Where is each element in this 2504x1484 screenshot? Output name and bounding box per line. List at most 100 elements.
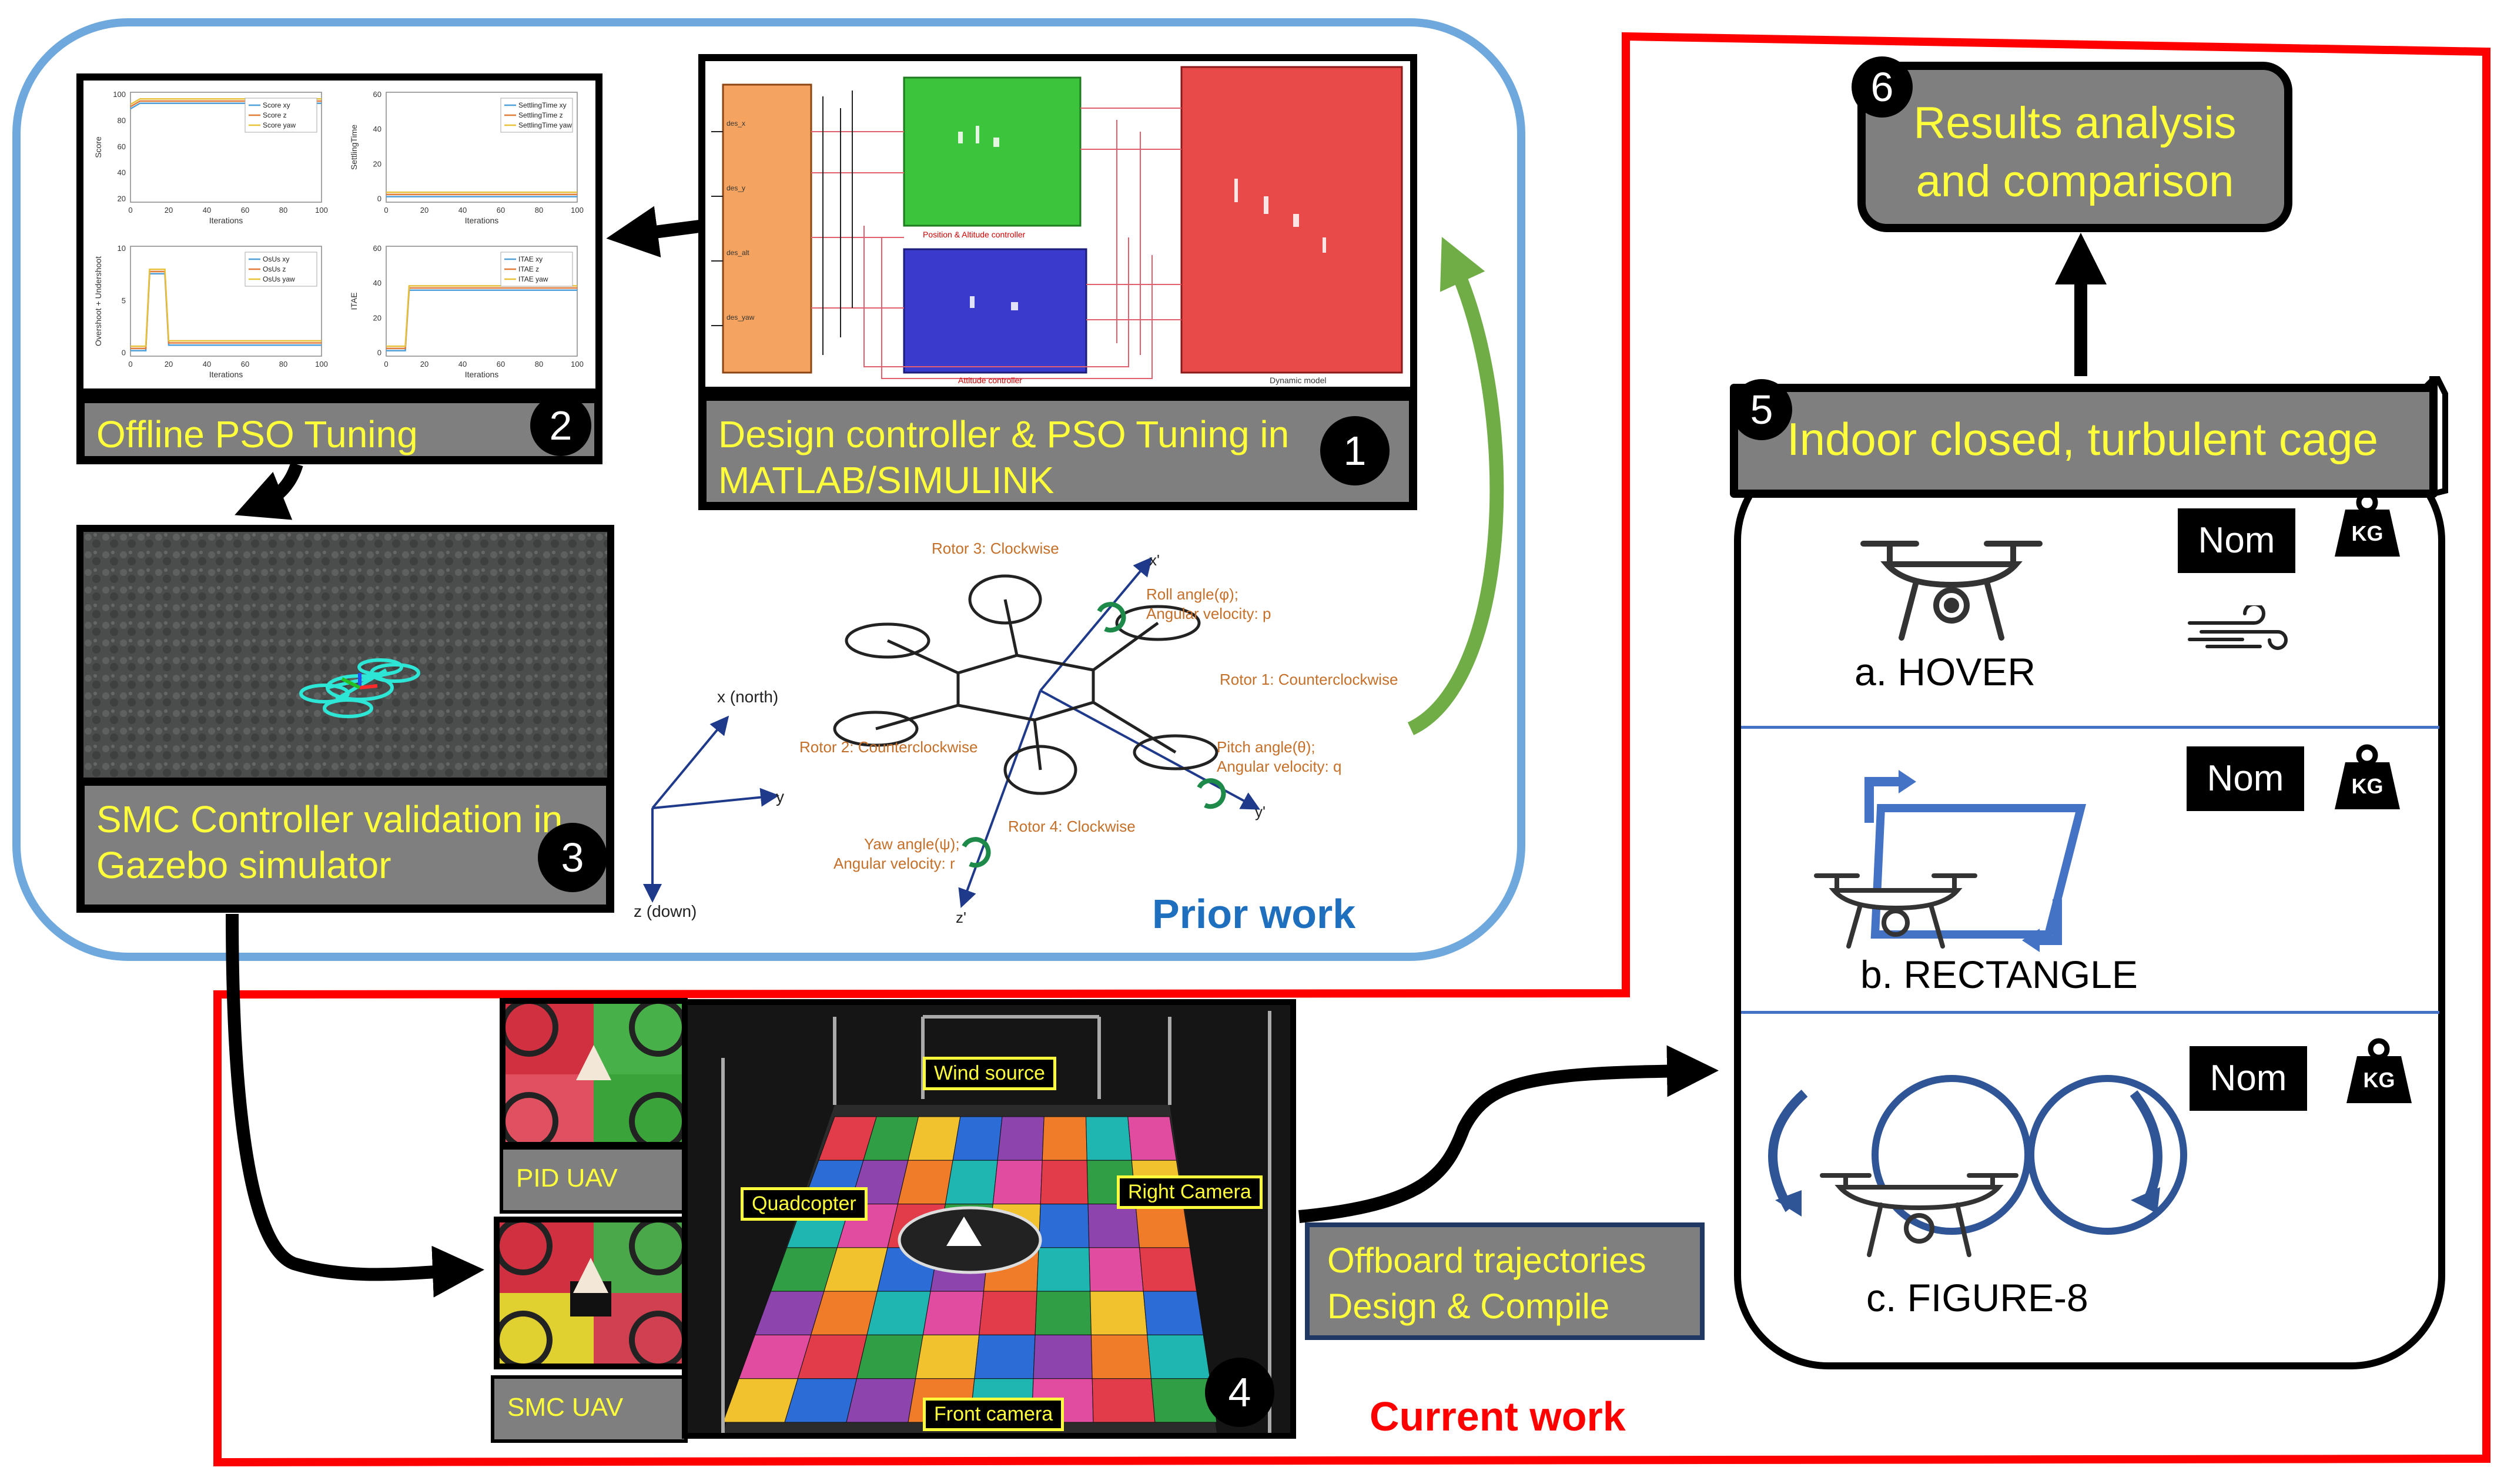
rotor3-label: Rotor 3: Clockwise [932, 541, 1059, 557]
mat-tile [1090, 1334, 1151, 1379]
pso-xtick: 100 [315, 360, 328, 369]
step1-number: 1 [1320, 416, 1390, 485]
mat-tile [1150, 1378, 1217, 1423]
pso-xtick: 60 [497, 206, 505, 215]
yaw-label-2: Angular velocity: r [833, 855, 955, 872]
hover-label: a. HOVER [1854, 650, 2036, 694]
mat-tile [1033, 1334, 1093, 1379]
mat-tile [945, 1160, 998, 1205]
pso-legend-entry: Score xy [263, 101, 290, 109]
pso-ytick: 20 [373, 313, 381, 322]
rotor1-label: Rotor 1: Counterclockwise [1220, 671, 1398, 688]
simulink-att-label: Attitude controller [958, 376, 1022, 385]
pso-legend-entry: SettlingTime z [518, 111, 563, 119]
figure8-nominal-chip: Nom [2190, 1046, 2307, 1111]
rectangle-label: b. RECTANGLE [1860, 953, 2138, 996]
body-y-label: y' [1255, 803, 1266, 820]
mat-tile [1087, 1204, 1140, 1248]
pid-uav-label: PID UAV [500, 1146, 688, 1214]
cage-scene [688, 1005, 1290, 1433]
hover-drone-icon [1860, 541, 2043, 641]
mat-tile [1042, 1116, 1087, 1161]
mat-tile [997, 1116, 1045, 1161]
pso-xlabel: Iterations [209, 216, 243, 225]
rotor2-label: Rotor 2: Counterclockwise [799, 738, 978, 756]
pso-xtick: 0 [128, 360, 132, 369]
pso-ylabel: Overshoot + Undershoot [93, 256, 103, 346]
pso-legend-entry: ITAE yaw [518, 275, 548, 283]
simulink-panel: Position & Altitude controller Attitude … [698, 54, 1417, 394]
pso-xtick: 100 [315, 206, 328, 215]
figure8-label: c. FIGURE-8 [1866, 1276, 2088, 1319]
axis-north-label: x (north) [717, 688, 778, 706]
simulink-pos-label: Position & Altitude controller [923, 230, 1026, 239]
pso-xtick: 60 [241, 360, 249, 369]
prior-work-label: Prior work [1152, 891, 1356, 937]
body-z-label: z' [956, 909, 966, 926]
simulink-in-yaw: des_yaw [727, 313, 755, 321]
rotor4-label: Rotor 4: Clockwise [1008, 818, 1136, 835]
mat-tile [1147, 1334, 1211, 1379]
pso-xtick: 60 [241, 206, 249, 215]
mat-tile [1092, 1378, 1156, 1423]
simulink-in-y: des_y [727, 184, 745, 192]
pso-legend-entry: ITAE z [518, 265, 539, 273]
mat-tile [1090, 1291, 1148, 1335]
pso-series-line [130, 269, 322, 347]
offboard-line1: Offboard trajectories [1327, 1241, 1646, 1280]
offboard-box: Offboard trajectories Design & Compile [1305, 1222, 1705, 1340]
pso-ylabel: ITAE [349, 292, 359, 310]
pso-legend-entry: Score z [263, 111, 287, 119]
pso-xlabel: Iterations [209, 370, 243, 379]
pso-xtick: 80 [279, 360, 287, 369]
pso-legend-entry: SettlingTime yaw [518, 121, 572, 129]
pso-xtick: 40 [203, 206, 211, 215]
wind-icon [2188, 605, 2288, 650]
figure8-weight-text: KG [2363, 1068, 2395, 1092]
pso-ytick: 80 [118, 116, 126, 125]
gazebo-scene [83, 532, 607, 779]
pso-series-line [130, 273, 322, 351]
mat-tile [1143, 1291, 1204, 1335]
experiments-title: Indoor closed, turbulent cage [1787, 413, 2379, 465]
step3-caption: SMC Controller validation in Gazebo simu… [76, 778, 614, 913]
mat-tile [1040, 1160, 1089, 1205]
step1-caption-line1: Design controller & PSO Tuning in [718, 413, 1290, 455]
pid-uav-photo [500, 998, 688, 1148]
pso-ylabel: Score [93, 136, 103, 158]
mat-tile [979, 1291, 1037, 1335]
exp-divider-1 [1741, 726, 2439, 729]
pso-legend-entry: OsUs xy [263, 255, 289, 263]
pso-xtick: 60 [497, 360, 505, 369]
pso-ytick: 60 [373, 244, 381, 253]
pso-ytick: 5 [122, 296, 126, 305]
mat-tile [1127, 1116, 1177, 1161]
mat-tile [856, 1334, 923, 1379]
mat-tile [1038, 1204, 1090, 1248]
gazebo-drone [299, 658, 420, 718]
green-feedback-arrow [1407, 236, 1504, 735]
pso-xlabel: Iterations [465, 216, 499, 225]
rectangle-weight-icon: KG [2331, 743, 2404, 811]
quadrotor-model [833, 574, 1218, 795]
mat-tile [1036, 1247, 1091, 1292]
pso-xlabel: Iterations [465, 370, 499, 379]
mat-tile [1085, 1116, 1132, 1161]
arrow-1-to-2 [606, 206, 701, 257]
front-camera-tag: Front camera [923, 1398, 1064, 1431]
offboard-line2: Design & Compile [1327, 1287, 1610, 1326]
cage-photo: Wind source Quadcopter Right Camera Fron… [682, 999, 1296, 1439]
pso-legend-entry: SettlingTime xy [518, 101, 567, 109]
step1-caption: Design controller & PSO Tuning in MATLAB… [698, 393, 1417, 510]
hover-weight-text: KG [2351, 521, 2384, 545]
rectangle-trajectory-icon [1814, 770, 2087, 952]
pso-legend-entry: OsUs yaw [263, 275, 295, 283]
pso-ytick: 40 [373, 279, 381, 287]
results-line2: and comparison [1916, 156, 2234, 206]
pso-xtick: 0 [128, 206, 132, 215]
